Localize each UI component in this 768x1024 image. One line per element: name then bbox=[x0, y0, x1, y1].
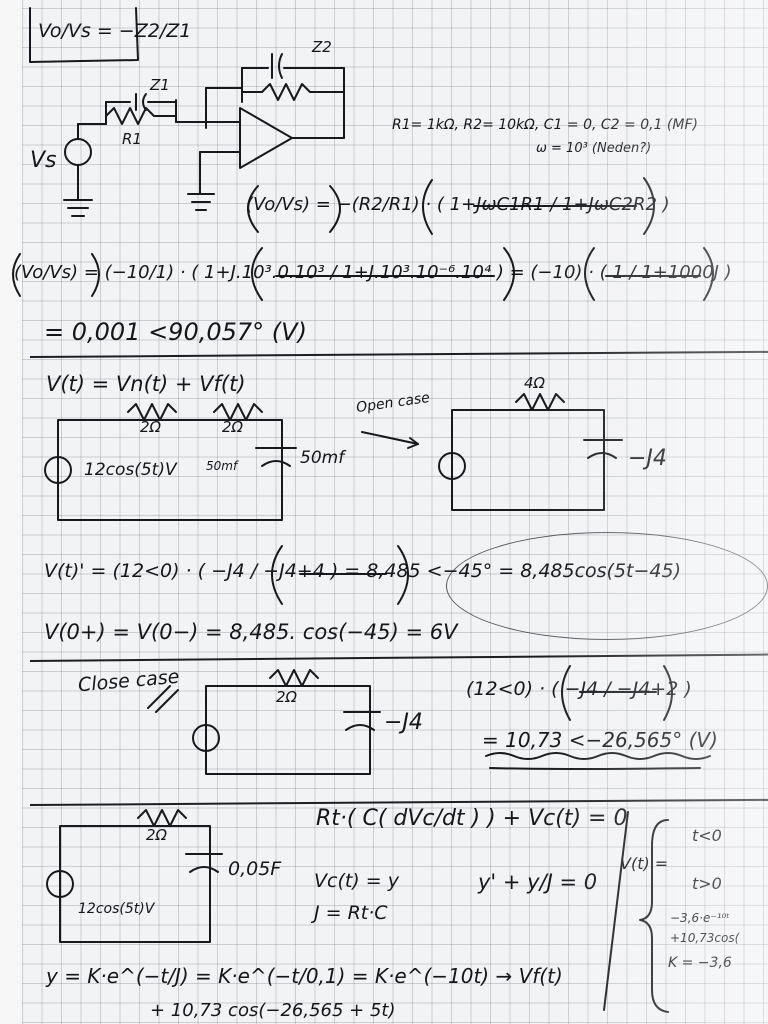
piecewise-brace bbox=[639, 819, 669, 1013]
source-vs bbox=[64, 138, 92, 166]
label-z1: Z1 bbox=[150, 76, 170, 94]
natural-response-solution: y = K·e^(−t/J) = K·e^(−t/0,1) = K·e^(−10… bbox=[46, 964, 563, 988]
label-r-left: 2Ω bbox=[140, 418, 162, 436]
phasor-forced-equation: V(t)' = (12<0) · ( −J4 / −J4+4 ) = 8,485… bbox=[44, 560, 682, 582]
label-cap-left: 50mf bbox=[206, 459, 238, 473]
header-formula: Vo/Vs = −Z2/Z1 bbox=[38, 20, 192, 42]
superposition-equation: V(t) = Vn(t) + Vf(t) bbox=[46, 372, 246, 396]
omega-value: ω = 10³ (Neden?) bbox=[536, 141, 652, 156]
initial-voltage-equation: V(0+) = V(0−) = 8,485. cos(−45) = 6V bbox=[44, 620, 458, 644]
rc-circuit-drawing-1 bbox=[44, 403, 297, 521]
piecewise-label: V(t) = bbox=[620, 854, 669, 873]
label-source-4: 12cos(5t)V bbox=[78, 901, 155, 917]
label-reactance-open: −J4 bbox=[628, 446, 667, 471]
label-reactance-close: −J4 bbox=[384, 710, 423, 735]
resistor-r1 bbox=[105, 107, 177, 125]
rc-circuit-drawing-2 bbox=[46, 809, 223, 943]
label-r1: R1 bbox=[122, 130, 142, 148]
label-r-close: 2Ω bbox=[276, 688, 298, 706]
case-negative: t<0 bbox=[692, 826, 722, 845]
transfer-substitution: (Vo/Vs) = (−10/1) · ( 1+J.10³.0.10³ / 1+… bbox=[14, 262, 732, 283]
opamp-symbol bbox=[239, 107, 293, 169]
ode-equation: y' + y/J = 0 bbox=[478, 870, 598, 894]
phasor-close-equation: (12<0) · ( −J4 / −J4+2 ) bbox=[466, 678, 692, 700]
case-positive: t>0 bbox=[692, 874, 722, 893]
label-source-1: 12cos(5t)V bbox=[84, 460, 177, 480]
label-z2: Z2 bbox=[312, 38, 332, 56]
close-case-circuit-drawing bbox=[147, 669, 381, 775]
transfer-formula: (Vo/Vs) = −(R2/R1) · ( 1+JωC1R1 / 1+JωC2… bbox=[246, 194, 670, 215]
label-r-right: 2Ω bbox=[222, 418, 244, 436]
bottom-cut-line: + 10,73 cos(−26,565 + 5t) bbox=[150, 1000, 396, 1021]
substitution-y: Vc(t) = y bbox=[314, 870, 399, 892]
differential-equation: Rt·( C( dVc/dt ) ) + Vc(t) = 0 bbox=[316, 806, 628, 831]
k-value: K = −3,6 bbox=[668, 955, 732, 971]
vertical-divider bbox=[603, 811, 629, 1011]
page-margin bbox=[0, 0, 22, 1024]
given-values: R1= 1kΩ, R2= 10kΩ, C1 = 0, C2 = 0,1 (MF) bbox=[392, 117, 698, 133]
case-value-1: −3,6·e⁻¹⁰ᵗ bbox=[670, 911, 730, 925]
resistor-r2 bbox=[261, 83, 345, 101]
label-r-4: 2Ω bbox=[146, 826, 168, 844]
label-cap-4: 0,05F bbox=[228, 858, 282, 880]
header-box bbox=[29, 7, 139, 63]
label-r-open: 4Ω bbox=[524, 374, 546, 392]
phasor-close-result: = 10,73 <−26,565° (V) bbox=[482, 728, 718, 752]
label-vs: Vs bbox=[30, 148, 57, 173]
case-value-2: +10,73cos( bbox=[670, 931, 740, 945]
opamp-circuit-drawing bbox=[63, 53, 345, 217]
time-constant: J = Rt·C bbox=[314, 902, 388, 924]
highlight-ellipse bbox=[446, 532, 768, 640]
transfer-result: = 0,001 <90,057° (V) bbox=[44, 318, 307, 346]
label-cap-right: 50mf bbox=[300, 448, 345, 468]
open-case-circuit-drawing bbox=[361, 393, 623, 511]
